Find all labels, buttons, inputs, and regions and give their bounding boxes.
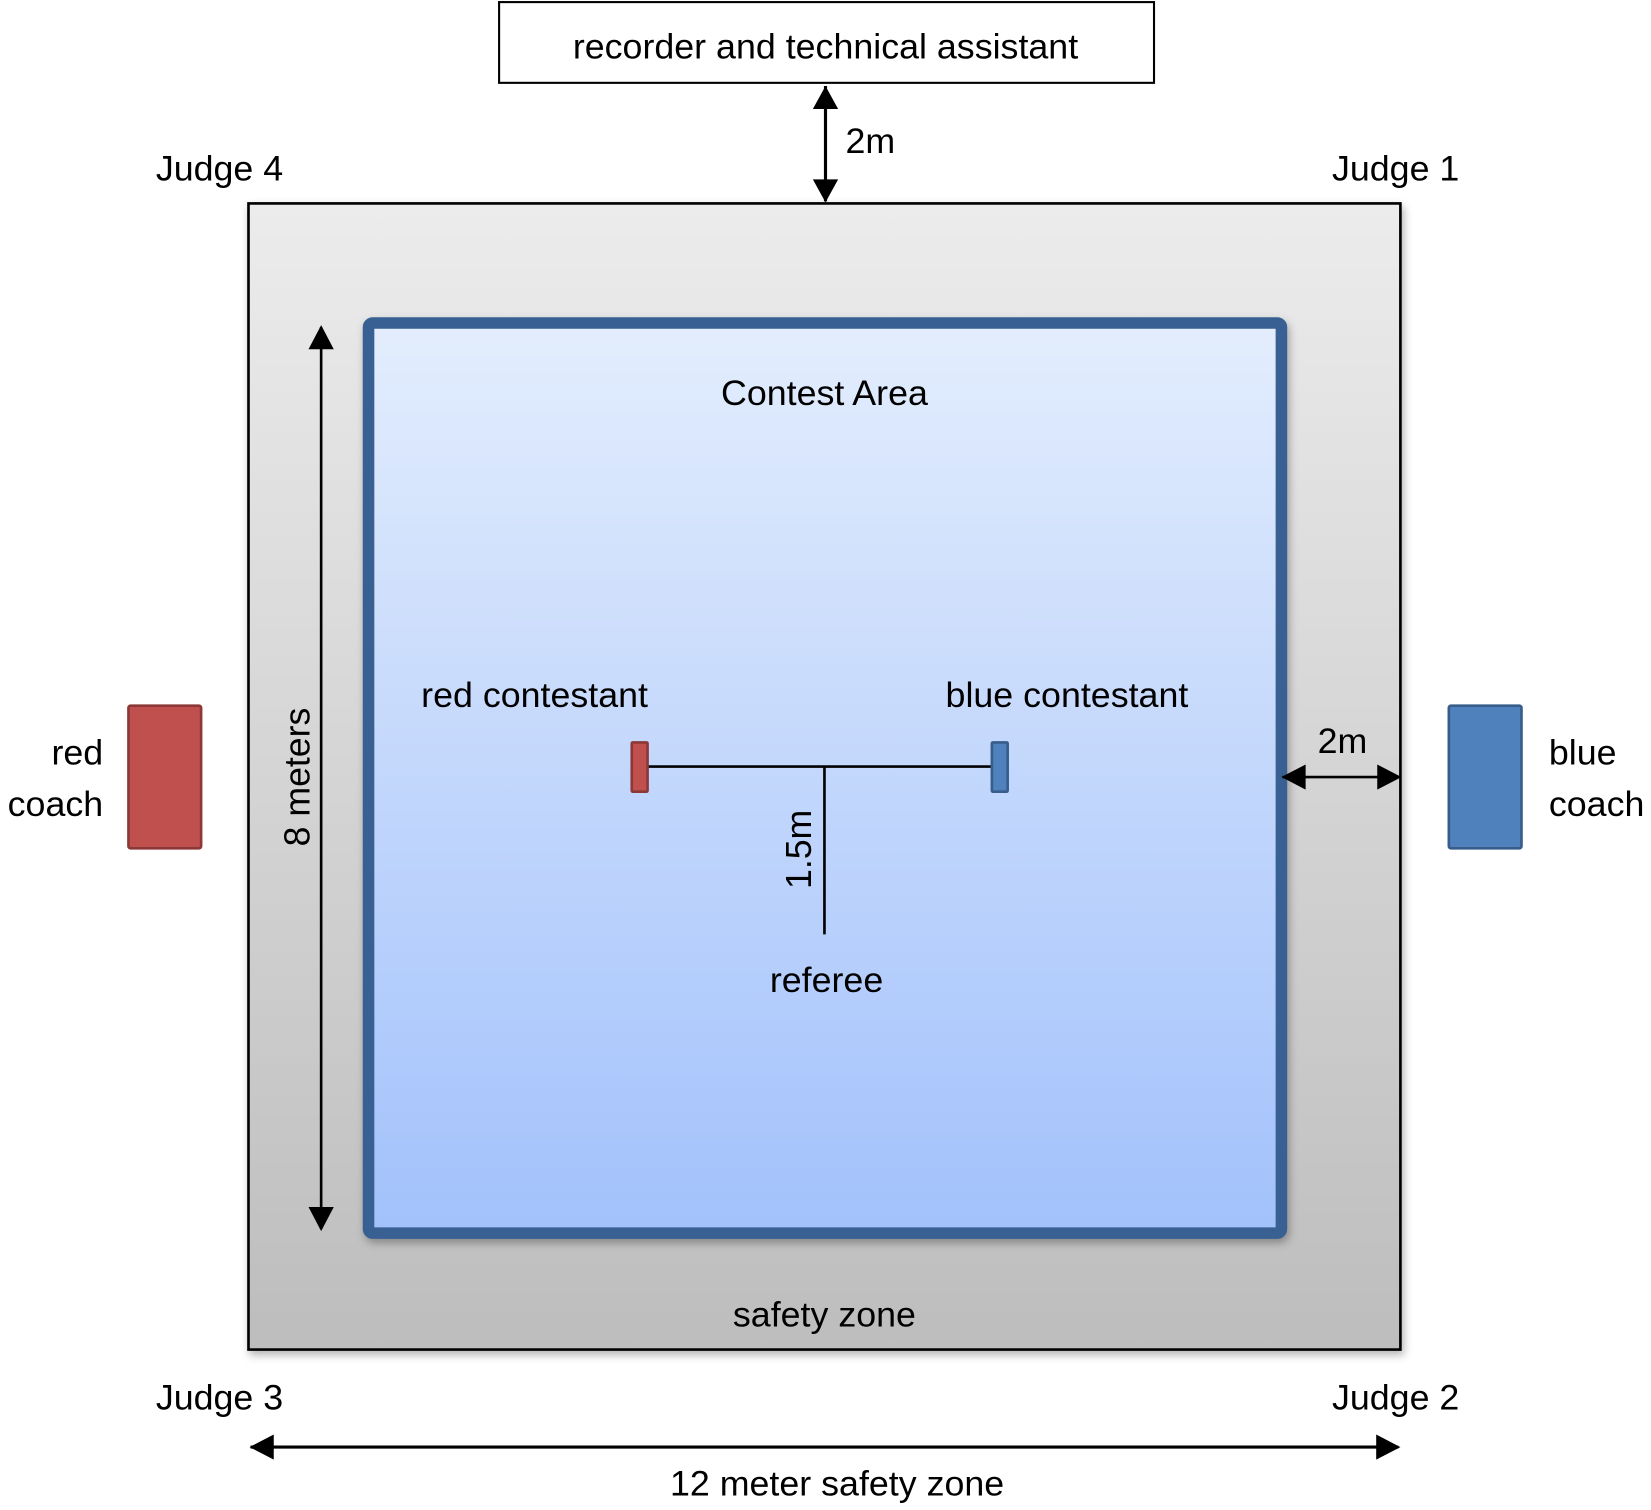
arrowhead-right-icon <box>1377 764 1402 790</box>
contest-height-label: 8 meters <box>277 708 317 847</box>
arrowhead-right-icon <box>1376 1434 1401 1460</box>
contest-height-dimension: 8 meters <box>277 325 334 1232</box>
red-contestant-marker <box>630 741 649 794</box>
blue-coach-label-line1: blue <box>1549 733 1617 773</box>
blue-contestant-marker <box>990 741 1009 794</box>
red-coach-label-line1: red <box>51 733 103 773</box>
blue-coach-label-line2: coach <box>1549 784 1645 824</box>
side-gap-label: 2m <box>1318 721 1368 761</box>
recorder-gap-dimension: 2m <box>812 85 896 203</box>
contest-area-label: Contest Area <box>721 373 928 413</box>
total-width-label: 12 meter safety zone <box>670 1463 1004 1503</box>
recorder-label: recorder and technical assistant <box>573 27 1078 67</box>
blue-coach: blue coach <box>1447 704 1645 850</box>
blue-contestant-label: blue contestant <box>946 675 1189 715</box>
safety-zone-label: safety zone <box>733 1295 916 1335</box>
recorder-gap-label: 2m <box>846 121 896 161</box>
red-coach-label-line2: coach <box>8 784 104 824</box>
referee-label: referee <box>770 960 883 1000</box>
judge-1-label: Judge 1 <box>1332 148 1459 188</box>
side-gap-dimension: 2m <box>1281 721 1402 790</box>
arrowhead-up-icon <box>308 325 334 350</box>
arrowhead-up-icon <box>812 85 839 110</box>
judge-2-label: Judge 2 <box>1332 1377 1459 1417</box>
judge-4-label: Judge 4 <box>156 148 283 188</box>
referee-offset-label: 1.5m <box>779 810 819 889</box>
red-coach-marker <box>127 704 203 850</box>
arrowhead-left-icon <box>249 1434 274 1460</box>
red-contestant-label: red contestant <box>421 675 648 715</box>
red-coach: red coach <box>8 704 203 850</box>
arrowhead-down-icon <box>308 1206 334 1232</box>
total-width-dimension: 12 meter safety zone <box>249 1434 1401 1503</box>
recorder-box: recorder and technical assistant <box>498 1 1156 84</box>
arrowhead-down-icon <box>812 179 839 203</box>
arrowhead-left-icon <box>1281 764 1306 790</box>
judge-3-label: Judge 3 <box>156 1377 283 1417</box>
blue-coach-marker <box>1447 704 1523 850</box>
